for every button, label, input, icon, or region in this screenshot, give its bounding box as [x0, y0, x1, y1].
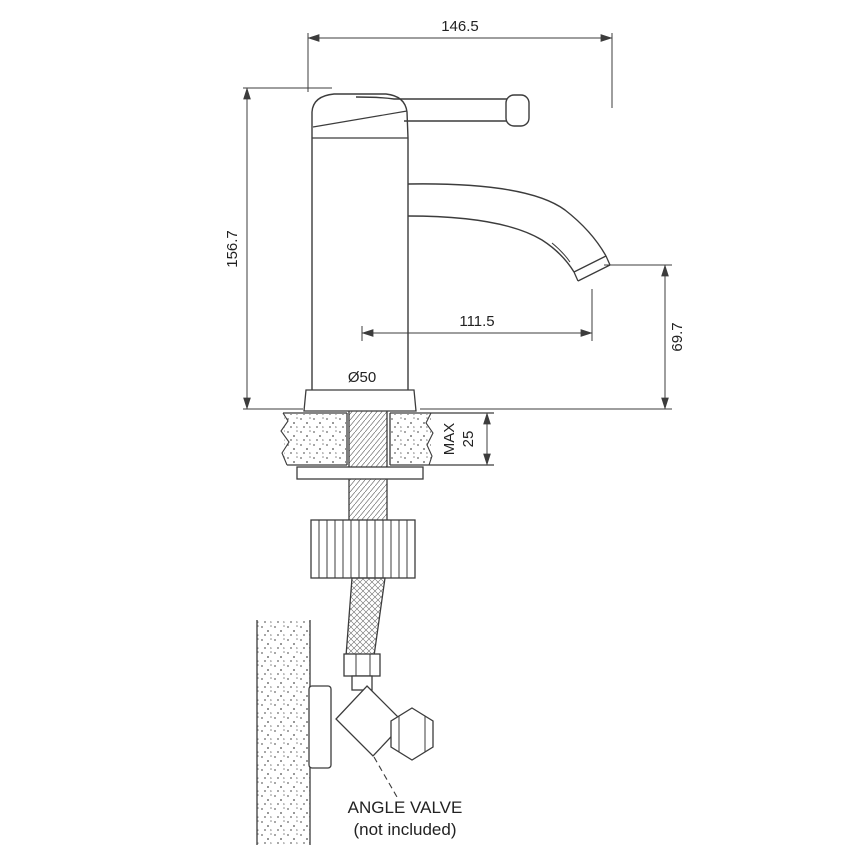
- dim-text-height: 156.7: [224, 230, 241, 268]
- leader-line: [373, 756, 398, 798]
- valve-hex-nut: [390, 707, 434, 761]
- angle-valve-label-line1: ANGLE VALVE: [348, 798, 463, 817]
- dim-spout-reach: 111.5: [361, 289, 593, 341]
- dim-text-overall-width: 146.5: [441, 18, 479, 35]
- handle-knob: [505, 94, 530, 127]
- dim-text-base-diameter: Ø50: [348, 369, 376, 386]
- dim-overall-width: 146.5: [307, 18, 613, 108]
- dim-text-deck-value: 25: [460, 431, 477, 448]
- dim-deck-thickness: MAX 25: [441, 412, 491, 466]
- dim-spout-height: 69.7: [420, 264, 686, 410]
- dim-overall-height: 156.7: [224, 87, 332, 410]
- dim-text-deck-max: MAX: [441, 423, 458, 456]
- washer-plate: [296, 466, 424, 480]
- angle-valve: [308, 653, 434, 769]
- faucet-body: [311, 93, 409, 390]
- dim-text-spout-height: 69.7: [669, 322, 686, 351]
- countertop-section: [280, 412, 494, 466]
- cartridge-cap: [311, 93, 409, 139]
- valve-escutcheon: [308, 685, 332, 769]
- mounting-shank: [348, 411, 388, 520]
- hose-compression-nut: [343, 653, 381, 677]
- dim-text-spout-reach: 111.5: [459, 313, 494, 330]
- spout-outlet: [573, 255, 607, 273]
- supply-hose: [345, 577, 386, 657]
- valve-body: [335, 685, 405, 757]
- dim-base-diameter: Ø50: [348, 369, 376, 386]
- cap-parting-line: [312, 110, 408, 128]
- angle-valve-label: ANGLE VALVE (not included): [348, 756, 463, 839]
- wall-section: [256, 620, 311, 845]
- faucet-base: [303, 389, 417, 412]
- mounting-nut: [310, 519, 416, 579]
- angle-valve-label-line2: (not included): [353, 820, 456, 839]
- faucet-spout: [407, 183, 611, 282]
- faucet-handle: [355, 94, 530, 127]
